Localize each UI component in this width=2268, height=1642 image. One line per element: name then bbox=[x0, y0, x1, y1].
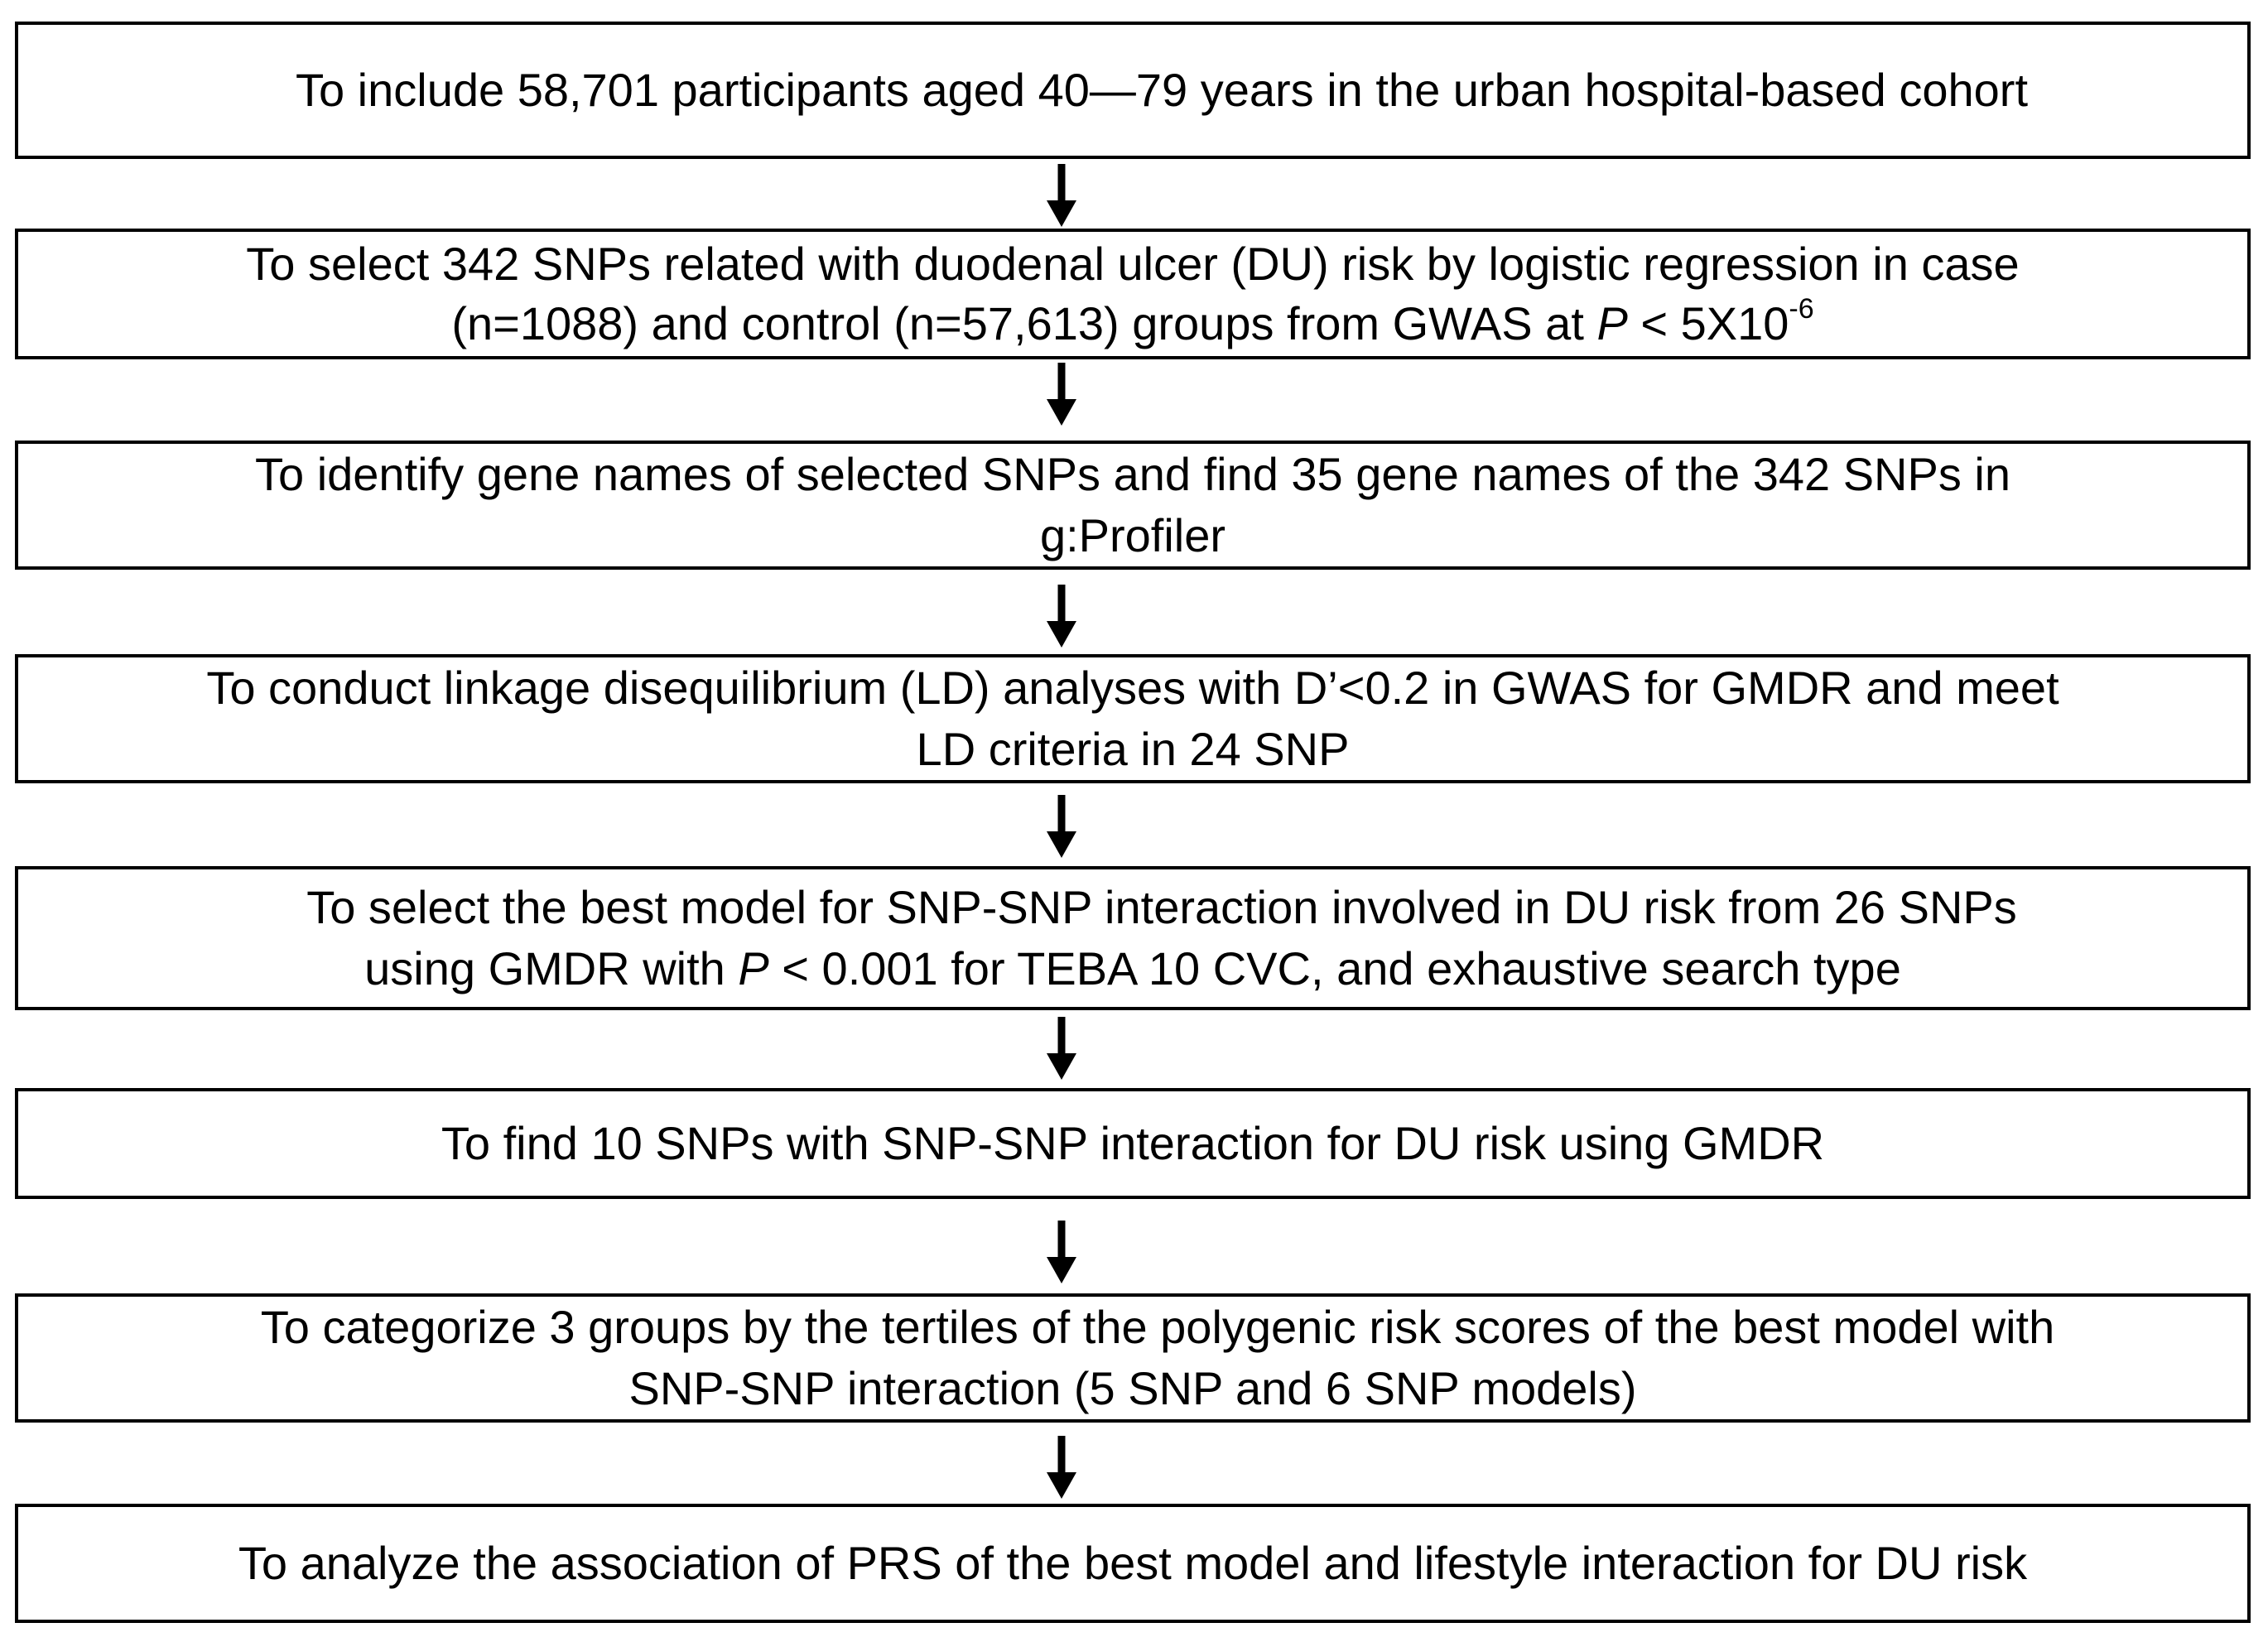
arrow-5 bbox=[1045, 1017, 1078, 1080]
step-5-line-2: using GMDR with P < 0.001 for TEBA 10 CV… bbox=[248, 938, 2017, 999]
arrow-7 bbox=[1045, 1436, 1078, 1499]
step-8-line-1: To analyze the association of PRS of the… bbox=[238, 1537, 2028, 1589]
step-7-text: To categorize 3 groups by the tertiles o… bbox=[211, 1297, 2054, 1419]
step-2-line-1: To select 342 SNPs related with duodenal… bbox=[246, 238, 2020, 290]
step-3-line-1: To identify gene names of selected SNPs … bbox=[255, 448, 2010, 500]
step-6-text: To find 10 SNPs with SNP-SNP interaction… bbox=[441, 1113, 1824, 1174]
step-3-box: To identify gene names of selected SNPs … bbox=[15, 441, 2251, 570]
step-1-text: To include 58,701 participants aged 40—7… bbox=[238, 60, 2028, 121]
step-5-text: To select the best model for SNP-SNP int… bbox=[248, 877, 2017, 999]
step-5-line-2-pre: using GMDR with bbox=[364, 942, 739, 994]
step-1-box: To include 58,701 participants aged 40—7… bbox=[15, 22, 2251, 159]
step-4-text: To conduct linkage disequilibrium (LD) a… bbox=[206, 657, 2059, 780]
step-2-line-2-post: < 5X10 bbox=[1627, 297, 1789, 349]
step-5-p-symbol: P bbox=[738, 942, 769, 994]
step-6-line-1: To find 10 SNPs with SNP-SNP interaction… bbox=[441, 1117, 1825, 1169]
step-5-line-1: To select the best model for SNP-SNP int… bbox=[306, 881, 2017, 933]
step-3-text: To identify gene names of selected SNPs … bbox=[255, 444, 2010, 566]
step-2-text: To select 342 SNPs related with duodenal… bbox=[246, 234, 2019, 354]
step-2-exponent: -6 bbox=[1789, 293, 1814, 325]
step-4-box: To conduct linkage disequilibrium (LD) a… bbox=[15, 654, 2251, 783]
step-7-line-2: SNP-SNP interaction (5 SNP and 6 SNP mod… bbox=[628, 1362, 1637, 1414]
step-1-line-1: To include 58,701 participants aged 40—7… bbox=[295, 64, 2029, 116]
step-2-line-2: (n=1088) and control (n=57,613) groups f… bbox=[246, 293, 2019, 354]
arrow-4 bbox=[1045, 795, 1078, 858]
step-7-box: To categorize 3 groups by the tertiles o… bbox=[15, 1293, 2251, 1423]
step-2-box: To select 342 SNPs related with duodenal… bbox=[15, 229, 2251, 359]
arrow-2 bbox=[1045, 363, 1078, 426]
step-3-line-2: g:Profiler bbox=[1039, 509, 1226, 561]
step-6-box: To find 10 SNPs with SNP-SNP interaction… bbox=[15, 1088, 2251, 1199]
step-7-line-1: To categorize 3 groups by the tertiles o… bbox=[260, 1301, 2055, 1353]
step-8-box: To analyze the association of PRS of the… bbox=[15, 1504, 2251, 1623]
step-5-line-2-post: < 0.001 for TEBA 10 CVC, and exhaustive … bbox=[768, 942, 1901, 994]
step-8-text: To analyze the association of PRS of the… bbox=[238, 1533, 2027, 1594]
step-2-p-symbol: P bbox=[1596, 297, 1628, 349]
step-5-box: To select the best model for SNP-SNP int… bbox=[15, 866, 2251, 1010]
arrow-3 bbox=[1045, 585, 1078, 648]
step-2-line-2-pre: (n=1088) and control (n=57,613) groups f… bbox=[451, 297, 1597, 349]
arrow-6 bbox=[1045, 1221, 1078, 1283]
arrow-1 bbox=[1045, 164, 1078, 227]
step-4-line-2: LD criteria in 24 SNP bbox=[916, 723, 1350, 775]
step-4-line-1: To conduct linkage disequilibrium (LD) a… bbox=[206, 662, 2059, 714]
